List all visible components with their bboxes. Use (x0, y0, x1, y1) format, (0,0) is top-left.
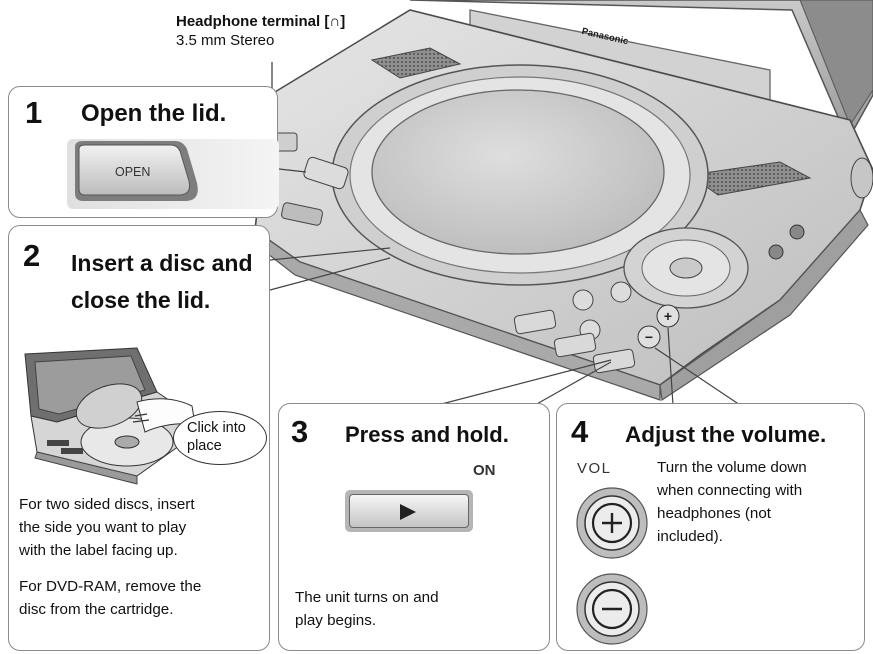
deck-transport-1 (513, 309, 557, 335)
bubble-line1: Click into (187, 420, 246, 436)
open-button-label: OPEN (115, 165, 151, 179)
leader-vol-minus (654, 347, 741, 406)
jack-1 (768, 244, 784, 260)
deck-open-button (303, 156, 349, 190)
play-button-face (349, 494, 469, 528)
step2-note2-line1: For DVD-RAM, remove the (19, 578, 202, 595)
step4-body-line4: included). (657, 528, 723, 545)
step2-note1-line2: the side you want to play (19, 519, 187, 536)
headphone-spec: 3.5 mm Stereo (176, 32, 275, 49)
leader-play (429, 359, 612, 408)
step1-panel: 1 Open the lid. OPEN (8, 86, 279, 218)
step2-note1-line3: with the label facing up. (19, 542, 178, 559)
step4-body-line2: when connecting with (657, 482, 803, 499)
control-pad-center (669, 257, 703, 279)
leader-disc-2 (269, 257, 391, 291)
step2-note2-line2: disc from the cartridge. (19, 601, 174, 618)
deck-round-1 (572, 289, 594, 311)
deck-transport-2 (553, 332, 597, 358)
headphone-callout: Headphone terminal [∩] 3.5 mm Stereo (176, 12, 345, 50)
disc-lid-inner (371, 89, 665, 255)
speaker-grill-left (370, 47, 462, 79)
step3-body-line2: play begins. (295, 612, 377, 629)
plus-icon (576, 487, 648, 559)
headphone-title: Headphone terminal [ (176, 13, 330, 30)
open-button-graphic (67, 139, 279, 209)
step1-number: 1 (25, 95, 43, 130)
headphone-bracket: ] (340, 13, 346, 30)
deck-button-a (281, 202, 323, 226)
open-button-illustration (67, 137, 279, 211)
headphone-icon: ∩ (329, 13, 341, 30)
deck-vol-plus (656, 304, 680, 328)
step4-body-line1: Turn the volume down (657, 459, 807, 476)
minus-icon (576, 573, 648, 645)
jack-2 (789, 224, 805, 240)
play-icon (400, 504, 416, 520)
play-button-illustration (345, 490, 473, 532)
deck-right-edge (659, 208, 869, 402)
step1-title: Open the lid. (81, 100, 227, 127)
leader-play-2 (534, 361, 612, 406)
step2-panel: 2 Insert a disc and close the lid. Click… (8, 225, 270, 651)
step3-body-line1: The unit turns on and (295, 589, 439, 606)
step4-title: Adjust the volume. (625, 422, 827, 447)
step2-title-line2: close the lid. (71, 287, 211, 313)
svg-text:+: + (664, 308, 672, 324)
step2-title-line1: Insert a disc and (71, 250, 253, 276)
step3-title: Press and hold. (345, 422, 509, 447)
leader-disc (249, 247, 391, 263)
leader-vol-plus (667, 327, 674, 406)
click-into-place-bubble (173, 411, 267, 465)
lid-screen (799, 0, 873, 127)
svg-text:−: − (645, 329, 653, 345)
step3-panel: 3 Press and hold. ON The unit turns on a… (278, 403, 550, 651)
speaker-grill-right (688, 161, 812, 196)
deck-round-2 (610, 281, 632, 303)
step4-body-line3: headphones (not (657, 505, 772, 522)
step2-note1-line1: For two sided discs, insert (19, 496, 195, 513)
on-label: ON (473, 462, 496, 479)
side-knob (850, 157, 873, 199)
bubble-line2: place (187, 438, 222, 454)
step4-number: 4 (571, 414, 589, 449)
step4-panel: 4 Adjust the volume. VOL Turn the volume… (556, 403, 865, 651)
disc-insert-illustration (24, 347, 208, 485)
deck-vol-minus (637, 325, 661, 349)
step3-number: 3 (291, 414, 309, 449)
step2-number: 2 (23, 238, 41, 273)
vol-label: VOL (577, 460, 612, 477)
